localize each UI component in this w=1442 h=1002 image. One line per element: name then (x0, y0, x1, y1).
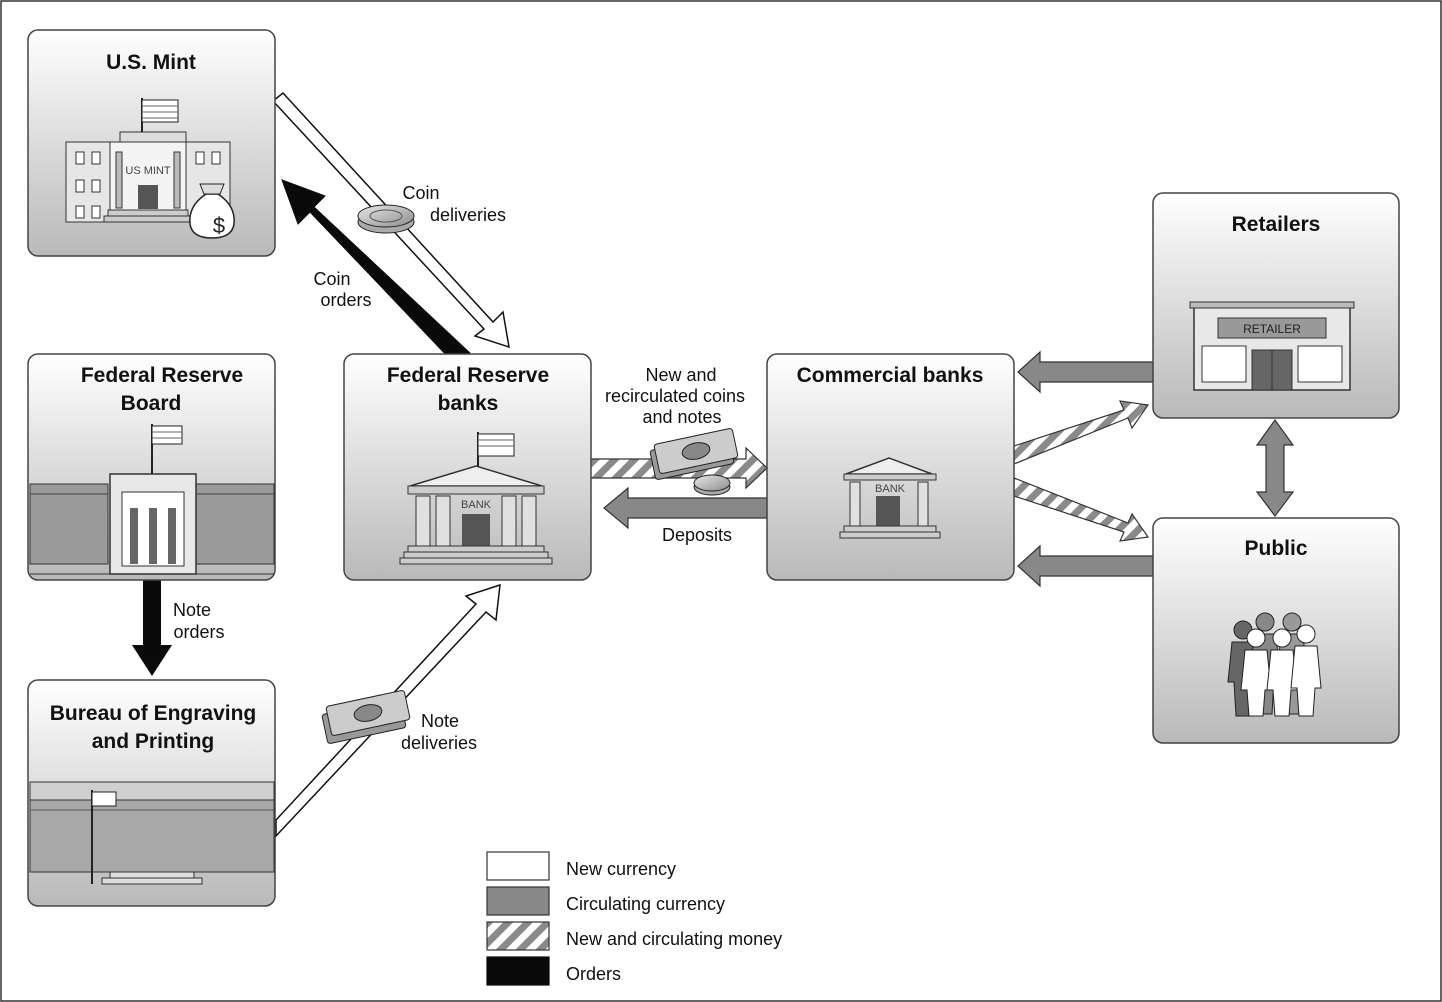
store-icon: RETAILER (1189, 301, 1355, 391)
commercial-title: Commercial banks (797, 364, 984, 387)
new-recirculated-label-2: recirculated coins (605, 386, 745, 406)
legend-swatch-new (486, 851, 550, 881)
bills-stack-icon-bottom (321, 690, 411, 744)
legend-swatch-circulating (486, 886, 550, 916)
retailers-to-commercial-arrow (1017, 350, 1154, 394)
note-orders-label-1: Note (173, 600, 211, 620)
public-to-commercial-arrow (1017, 544, 1154, 588)
retailers-node: Retailers RETAILER (1152, 192, 1400, 419)
frb-title-line1: Federal Reserve (387, 364, 549, 387)
federal-reserve-banks-node: Federal Reserve banks BANK (343, 353, 592, 581)
legend-label-new: New currency (566, 859, 676, 879)
note-deliveries-label-2: deliveries (401, 733, 477, 753)
coin-orders-label-2: orders (320, 290, 371, 310)
deposits-arrow (603, 486, 768, 530)
mint-sign-text: US MINT (125, 165, 171, 177)
legend-swatch-mixed (486, 921, 550, 951)
people-icon (1227, 612, 1322, 717)
commercial-building-icon: BANK (839, 457, 941, 539)
public-node: Public (1152, 517, 1400, 744)
commercial-to-public-arrow (1013, 477, 1150, 542)
legend-swatch-orders (486, 956, 550, 986)
note-orders-arrow (132, 580, 172, 676)
bep-building-icon (29, 781, 275, 885)
retailers-title: Retailers (1232, 213, 1321, 236)
frb-sign-text: BANK (461, 499, 492, 511)
commercial-to-retailers-arrow (1013, 400, 1150, 465)
federal-reserve-board-node: Federal Reserve Board (27, 353, 276, 581)
frb-building-icon: BANK (399, 432, 553, 565)
note-orders-label-2: orders (173, 622, 224, 642)
coin-stack-icon (357, 204, 415, 234)
note-deliveries-label-1: Note (421, 711, 459, 731)
commercial-sign-text: BANK (875, 483, 906, 495)
money-bag-icon: $ (189, 183, 235, 239)
new-recirculated-label-3: and notes (642, 407, 721, 427)
legend-label-circulating: Circulating currency (566, 894, 725, 914)
bureau-of-engraving-node: Bureau of Engraving and Printing (27, 679, 276, 907)
coin-orders-label-1: Coin (313, 269, 350, 289)
commercial-banks-node: Commercial banks BANK (766, 353, 1015, 581)
legend-label-mixed: New and circulating money (566, 929, 782, 949)
new-recirculated-label-1: New and (645, 365, 716, 385)
us-mint-title: U.S. Mint (106, 51, 196, 74)
mint-building-icon: US MINT (65, 98, 231, 223)
coin-icon-small (693, 474, 731, 496)
coin-deliveries-label-1: Coin (402, 183, 439, 203)
deposits-label: Deposits (662, 525, 732, 545)
coin-orders-arrow (281, 179, 471, 361)
coin-deliveries-label-2: deliveries (430, 205, 506, 225)
legend: New currency Circulating currency New an… (486, 851, 782, 986)
retailers-public-arrow (1255, 418, 1295, 517)
retailer-sign-text: RETAILER (1243, 322, 1301, 336)
bep-title-line2: and Printing (92, 730, 215, 753)
board-building-icon (29, 424, 275, 575)
bep-title-line1: Bureau of Engraving (50, 702, 257, 725)
us-mint-node: U.S. Mint US MINT (27, 29, 276, 257)
legend-label-orders: Orders (566, 964, 621, 984)
bills-stack-icon-top (649, 428, 739, 480)
public-title: Public (1244, 537, 1307, 560)
board-title-line2: Board (121, 392, 182, 415)
board-title-line1: Federal Reserve (81, 364, 243, 387)
frb-title-line2: banks (438, 392, 499, 415)
money-bag-symbol: $ (213, 213, 225, 238)
